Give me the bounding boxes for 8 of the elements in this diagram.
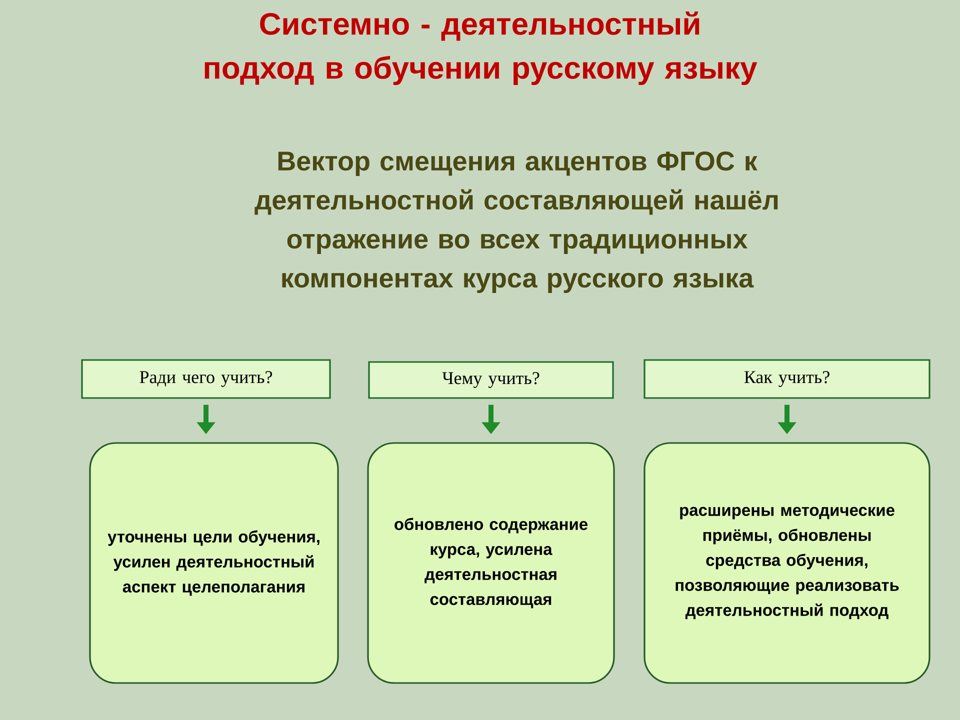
answer-box: обновлено содержание курса, усилена деятельностная составляющая xyxy=(367,442,615,684)
question-box: Чему учить? xyxy=(368,361,614,399)
question-box: Как учить? xyxy=(644,359,930,399)
answer-box: расширены методические приёмы, обновлены средства обучения, позволяющие реализовать деятельностный подход xyxy=(644,442,930,684)
question-box: Ради чего учить? xyxy=(81,359,331,399)
title: Системно - деятельностный подход в обучении русскому языку xyxy=(204,12,758,86)
answer-box: уточнены цели обучения, усилен деятельностный аспект целеполагания xyxy=(89,442,339,684)
subtitle: Вектор смещения акцентов ФГОС к деятельностной составляющей нашёл отражение во всех традиционных компонентах курса русского языка xyxy=(254,152,778,293)
